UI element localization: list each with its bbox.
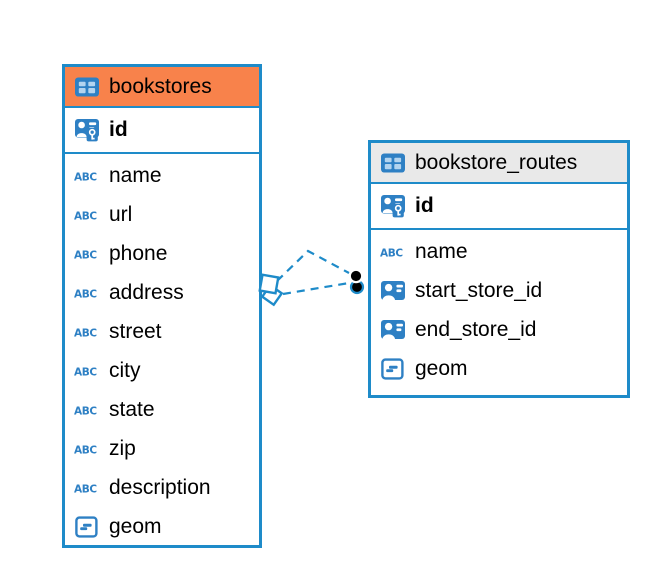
table-bookstore-routes-header[interactable]: bookstore_routes	[371, 143, 627, 184]
text-type-icon	[74, 320, 100, 344]
column-row-start-store-id[interactable]: start_store_id	[371, 271, 627, 310]
column-name: name	[109, 163, 162, 187]
table-bookstore-routes[interactable]: bookstore_routes id name start_store_id …	[368, 140, 630, 398]
geometry-type-icon	[74, 515, 100, 539]
column-row-url[interactable]: url	[65, 195, 259, 234]
text-type-icon	[74, 164, 100, 188]
column-name: street	[109, 319, 162, 343]
table-icon	[380, 151, 406, 175]
column-name: description	[109, 475, 211, 499]
primary-key-icon	[380, 194, 406, 218]
text-type-icon	[74, 281, 100, 305]
primary-key-icon	[74, 118, 100, 142]
text-type-icon	[74, 398, 100, 422]
column-row-zip[interactable]: zip	[65, 429, 259, 468]
column-row-city[interactable]: city	[65, 351, 259, 390]
column-name: address	[109, 280, 184, 304]
table-title: bookstores	[109, 74, 212, 98]
column-row-state[interactable]: state	[65, 390, 259, 429]
relationship-line-lower[interactable]	[282, 281, 350, 296]
relationship-line-upper[interactable]	[276, 249, 350, 282]
column-name: id	[109, 118, 128, 141]
dot-endpoint-front[interactable]	[348, 268, 364, 284]
column-name: zip	[109, 436, 136, 460]
column-row-name[interactable]: name	[371, 232, 627, 271]
column-name: name	[415, 239, 468, 263]
geometry-type-icon	[380, 357, 406, 381]
table-bookstores[interactable]: bookstores id name url phone address	[62, 64, 262, 548]
column-name: geom	[109, 514, 162, 538]
reference-icon	[380, 279, 406, 303]
column-name: state	[109, 397, 155, 421]
column-name: id	[415, 194, 434, 217]
column-row-end-store-id[interactable]: end_store_id	[371, 310, 627, 349]
column-row-phone[interactable]: phone	[65, 234, 259, 273]
column-row-description[interactable]: description	[65, 468, 259, 507]
column-name: end_store_id	[415, 317, 537, 341]
reference-icon	[380, 318, 406, 342]
columns-list: name start_store_id end_store_id geom	[371, 230, 627, 388]
text-type-icon	[74, 359, 100, 383]
column-row-address[interactable]: address	[65, 273, 259, 312]
text-type-icon	[74, 437, 100, 461]
column-row-name[interactable]: name	[65, 156, 259, 195]
column-row-street[interactable]: street	[65, 312, 259, 351]
column-name: url	[109, 202, 133, 226]
column-row-geom[interactable]: geom	[65, 507, 259, 546]
column-row-id[interactable]: id	[371, 184, 627, 230]
diamond-endpoint-front[interactable]	[258, 273, 280, 295]
column-row-geom[interactable]: geom	[371, 349, 627, 388]
column-name: city	[109, 358, 141, 382]
text-type-icon	[74, 242, 100, 266]
text-type-icon	[74, 203, 100, 227]
table-icon	[74, 75, 100, 99]
column-name: geom	[415, 356, 468, 380]
column-row-id[interactable]: id	[65, 108, 259, 154]
column-name: start_store_id	[415, 278, 543, 302]
text-type-icon	[74, 476, 100, 500]
column-name: phone	[109, 241, 168, 265]
columns-list: name url phone address street city	[65, 154, 259, 546]
table-title: bookstore_routes	[415, 150, 578, 174]
text-type-icon	[380, 240, 406, 264]
table-bookstores-header[interactable]: bookstores	[65, 67, 259, 108]
